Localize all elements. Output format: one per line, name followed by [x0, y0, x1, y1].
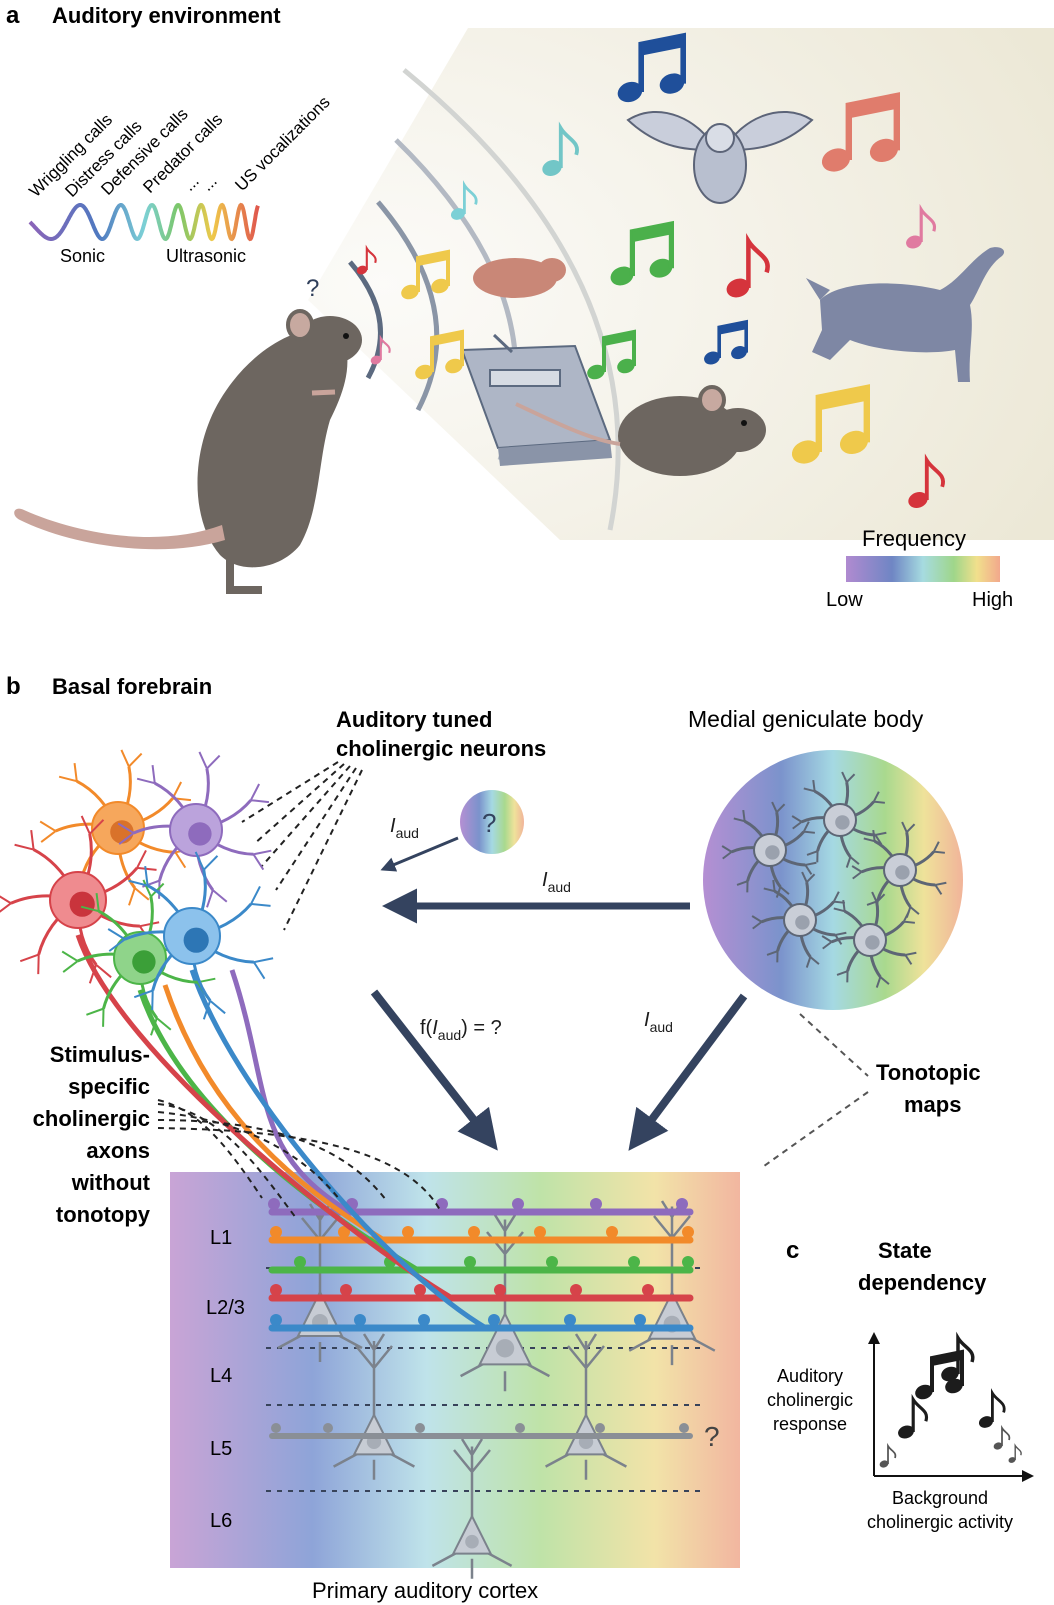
axon-bouton	[402, 1226, 414, 1238]
music-note-icon	[1008, 1446, 1021, 1464]
music-note-icon	[896, 1400, 926, 1441]
frequency-legend-bar	[846, 556, 1000, 582]
panel-c-letter: c	[786, 1237, 799, 1264]
arrow-label-function: f(Iaud) = ?	[420, 1017, 502, 1043]
axon-bouton	[590, 1198, 602, 1210]
axon-bouton	[323, 1423, 333, 1433]
axon-bouton	[682, 1226, 694, 1238]
axon-bouton	[679, 1423, 689, 1433]
arrow-label-small-iaud: Iaud	[390, 815, 419, 841]
primary-auditory-cortex	[170, 1172, 740, 1568]
axon-bouton	[488, 1314, 500, 1326]
frequency-sweep-wave	[30, 205, 258, 239]
mouse-icon	[14, 311, 362, 590]
axon-bouton	[534, 1226, 546, 1238]
axon-bouton	[270, 1314, 282, 1326]
c-xlabel-line2: cholinergic activity	[867, 1512, 1013, 1532]
axon-bouton	[468, 1226, 480, 1238]
axon-bouton	[634, 1314, 646, 1326]
arrow-unknown-to-bf	[386, 838, 458, 868]
frequency-legend-title: Frequency	[862, 526, 966, 551]
axon-bouton	[682, 1256, 694, 1268]
axon-bouton	[270, 1226, 282, 1238]
response-notes	[879, 1338, 1022, 1469]
panel-a-title: Auditory environment	[52, 3, 281, 28]
basal-forebrain-neurons	[0, 750, 273, 1035]
axon-bouton	[414, 1284, 426, 1296]
layer-l4: L4	[210, 1365, 232, 1387]
c-y-arrowhead	[868, 1332, 880, 1344]
tonotopic-label-line2: maps	[904, 1092, 961, 1117]
axons-label-line4: axons	[86, 1138, 150, 1163]
axon-bouton	[354, 1314, 366, 1326]
call-ellipsis-2: ...	[197, 171, 220, 194]
axon-bouton	[464, 1256, 476, 1268]
panel-b: b Basal forebrain Auditory tuned choline…	[0, 673, 981, 1603]
c-ylabel-line3: response	[773, 1414, 847, 1434]
axon-bouton	[628, 1256, 640, 1268]
tuned-neurons-label-line1: Auditory tuned	[336, 707, 492, 732]
layer-l6: L6	[210, 1510, 232, 1532]
l5-question-mark: ?	[704, 1421, 720, 1452]
axon-bouton	[606, 1226, 618, 1238]
axon-bouton	[512, 1198, 524, 1210]
axon-bouton	[271, 1423, 281, 1433]
axons-label-line6: tonotopy	[56, 1202, 151, 1227]
axons-label-line1: Stimulus-	[50, 1042, 150, 1067]
tonotopic-pointer-lines	[764, 1014, 868, 1166]
axon-bouton	[515, 1423, 525, 1433]
arrow-bf-to-cortex	[374, 992, 488, 1138]
layer-l5: L5	[210, 1438, 232, 1460]
layer-l23: L2/3	[206, 1297, 245, 1319]
panel-b-title: Basal forebrain	[52, 674, 212, 699]
frequency-legend-high: High	[972, 589, 1013, 611]
call-us-vocalizations: US vocalizations	[231, 93, 333, 195]
c-xlabel-line1: Background	[892, 1488, 988, 1508]
music-note-icon	[879, 1446, 896, 1469]
tonotopic-label-line1: Tonotopic	[876, 1060, 981, 1085]
arrow-mgb-to-cortex	[638, 996, 744, 1138]
panel-c-title-line1: State	[878, 1238, 932, 1263]
panel-c-title-line2: dependency	[858, 1270, 987, 1295]
c-ylabel-line1: Auditory	[777, 1366, 843, 1386]
axon-bouton	[595, 1423, 605, 1433]
axon-bouton	[564, 1314, 576, 1326]
spectrum-high-label: Ultrasonic	[166, 246, 246, 266]
panel-b-letter: b	[6, 673, 21, 700]
c-ylabel-line2: cholinergic	[767, 1390, 853, 1410]
panel-a: a Auditory environment Wriggling calls D…	[6, 2, 1054, 611]
axon-bouton	[546, 1256, 558, 1268]
medial-geniculate-body	[703, 750, 963, 1010]
frequency-legend-low: Low	[826, 589, 863, 611]
music-note-icon	[977, 1393, 1004, 1430]
spectrum-low-label: Sonic	[60, 246, 105, 266]
axon-bouton	[294, 1256, 306, 1268]
music-note-icon	[993, 1428, 1010, 1451]
axons-label-line3: cholinergic	[33, 1106, 150, 1131]
unknown-source-mark: ?	[482, 808, 496, 838]
axon-bouton	[494, 1284, 506, 1296]
axon-bouton	[676, 1198, 688, 1210]
bf-neuron-blue	[108, 852, 273, 1019]
axons-label-line2: specific	[68, 1074, 150, 1099]
axon-bouton	[340, 1284, 352, 1296]
axon-bouton	[270, 1284, 282, 1296]
arrow-label-mgb-cortex: Iaud	[644, 1009, 673, 1035]
axon-bouton	[415, 1423, 425, 1433]
c-x-arrowhead	[1022, 1470, 1034, 1482]
panel-c: c State dependency Auditory cholinergic …	[767, 1237, 1034, 1532]
arrow-label-mgb-bf: Iaud	[542, 869, 571, 895]
axons-label-line5: without	[71, 1170, 151, 1195]
axon-bouton	[268, 1198, 280, 1210]
axon-bouton	[642, 1284, 654, 1296]
axon-bouton	[418, 1314, 430, 1326]
panel-a-letter: a	[6, 2, 20, 29]
cortex-label: Primary auditory cortex	[312, 1578, 538, 1603]
axon-bouton	[570, 1284, 582, 1296]
layer-l1: L1	[210, 1227, 232, 1249]
tuned-neurons-label-line2: cholinergic neurons	[336, 736, 546, 761]
question-mark: ?	[306, 275, 319, 302]
mgb-label: Medial geniculate body	[688, 706, 924, 732]
